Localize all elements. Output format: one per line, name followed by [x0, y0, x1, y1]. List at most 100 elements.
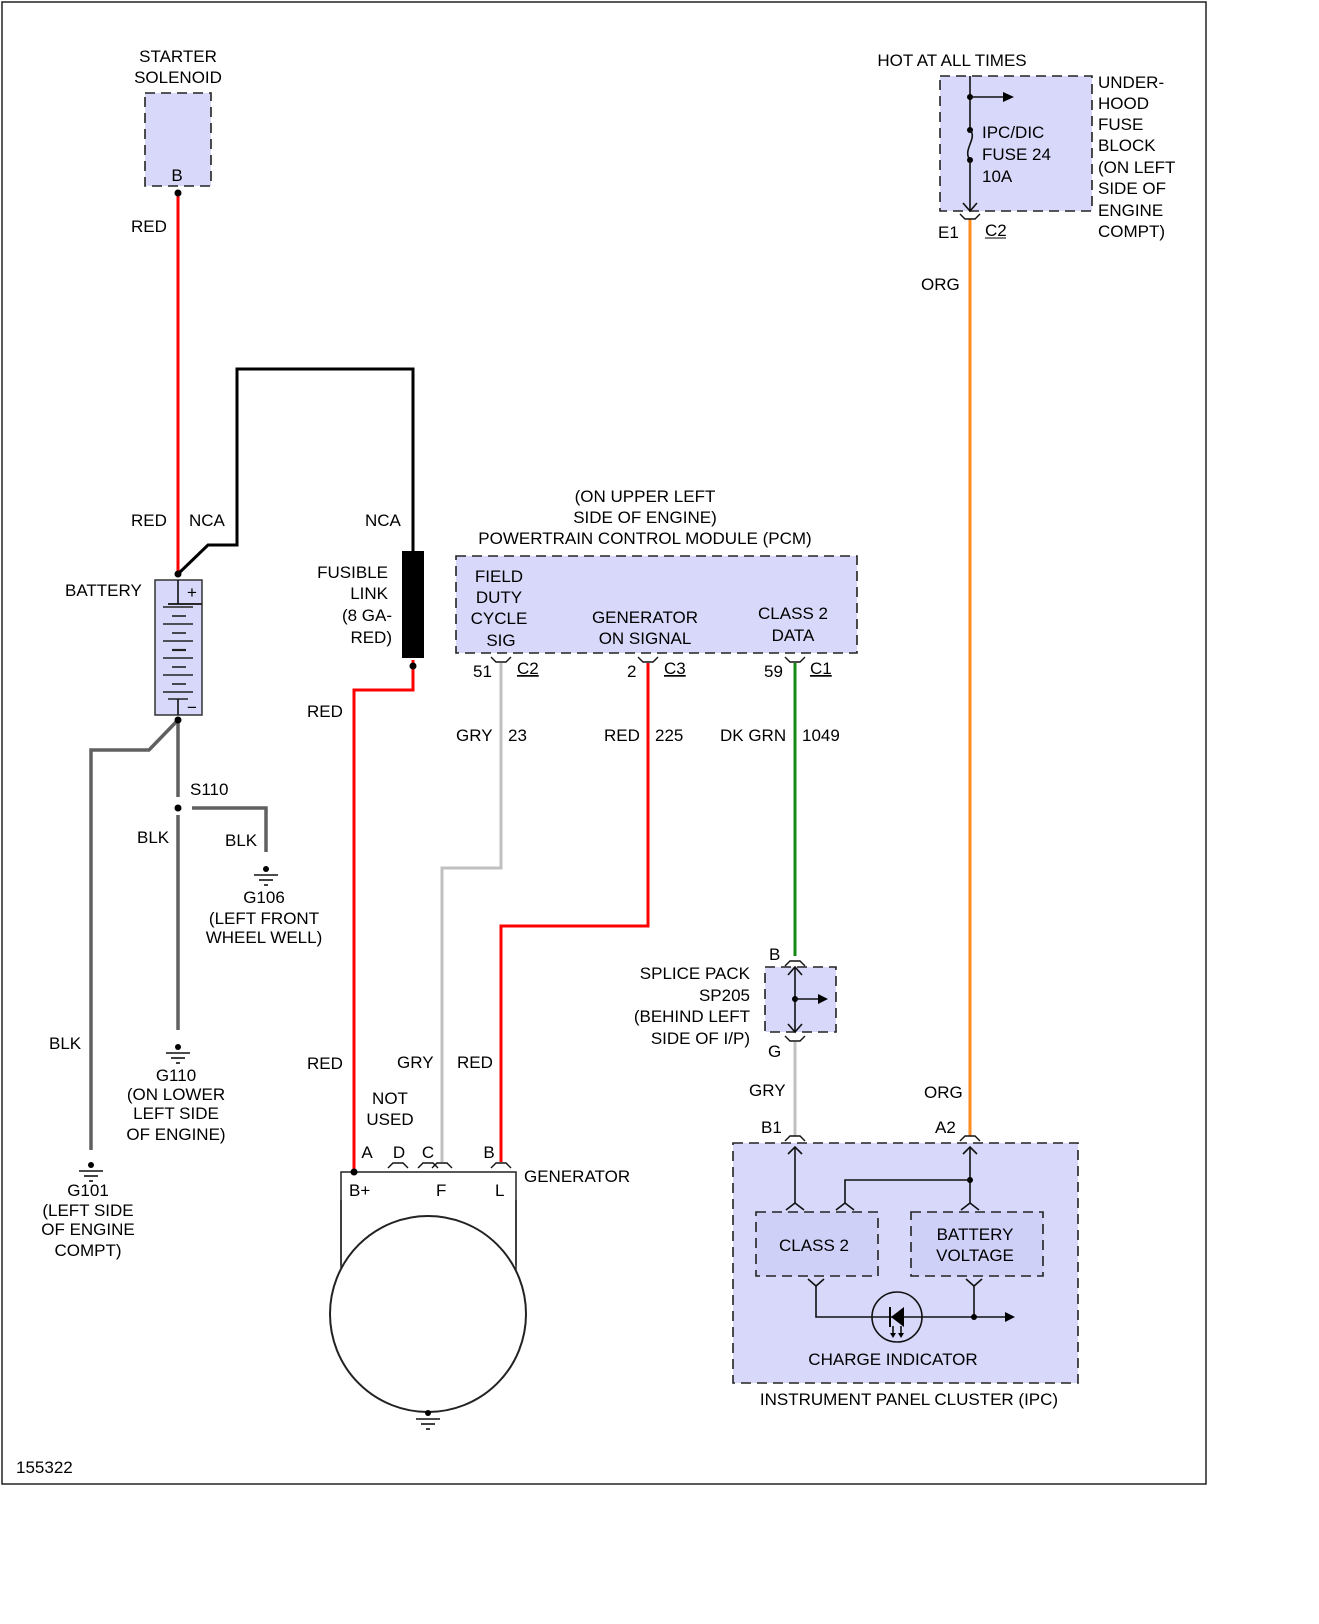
wire-label-circuit-23: 23 [508, 726, 527, 745]
ipc-pin-b1: B1 [761, 1118, 782, 1137]
hot-at-all-times-label: HOT AT ALL TIMES [877, 51, 1026, 70]
pcm-box [455, 555, 858, 654]
wires [89, 193, 972, 1170]
wire-label-blk-g106: BLK [225, 831, 258, 850]
splice-s110-label: S110 [190, 780, 228, 799]
wire-label-red-starter: RED [131, 217, 167, 236]
ipc-class2-box [755, 1211, 879, 1277]
fuse-label-3: 10A [982, 167, 1013, 186]
pcm-field-duty-3: CYCLE [471, 609, 528, 628]
svg-text:UNDER-: UNDER- [1098, 73, 1164, 92]
wire-label-red-225: RED [604, 726, 640, 745]
generator-terminal-f: F [436, 1181, 446, 1200]
battery-plus-sign: + [187, 583, 197, 602]
wire-label-gry: GRY [456, 726, 493, 745]
pcm-title: POWERTRAIN CONTROL MODULE (PCM) [478, 529, 811, 548]
wire-label-nca-link: NCA [365, 511, 402, 530]
wire-label-red-gen-b: RED [457, 1053, 493, 1072]
generator-terminal-l: L [495, 1181, 504, 1200]
fusible-link-bottom-terminal [409, 662, 417, 670]
figure-id: 155322 [16, 1458, 73, 1477]
wire-label-circuit-1049: 1049 [802, 726, 840, 745]
generator-bplus-dot [350, 1168, 358, 1176]
pcm-class2-1: CLASS 2 [758, 604, 828, 623]
ipc-battery-label: BATTERY [937, 1225, 1014, 1244]
generator-connectors [387, 1162, 512, 1169]
wire-label-red-battery: RED [131, 511, 167, 530]
pcm-connector-c1: C1 [810, 659, 832, 678]
generator-pin-b: B [483, 1143, 494, 1162]
svg-text:SIDE OF: SIDE OF [1098, 179, 1166, 198]
generator-pin-c: C [422, 1143, 434, 1162]
splice-pin-g: G [768, 1042, 781, 1061]
ground-g106-loc2: WHEEL WELL) [206, 928, 323, 947]
ground-g101-id: G101 [67, 1181, 109, 1200]
ipc-connector-b1 [784, 1135, 806, 1142]
ground-g101-loc2: OF ENGINE [41, 1220, 135, 1239]
pcm-connector-c2: C2 [517, 659, 539, 678]
ground-g101-loc3: COMPT) [54, 1241, 121, 1260]
not-used-label-2: USED [366, 1110, 413, 1129]
wire-label-blk-g101: BLK [49, 1034, 82, 1053]
ground-g110-loc3: OF ENGINE) [126, 1125, 225, 1144]
not-used-label-1: NOT [372, 1089, 408, 1108]
pcm-gen-on-1: GENERATOR [592, 608, 698, 627]
fuse-block-connector-c2: C2 [985, 221, 1007, 240]
pcm-field-duty-4: SIG [486, 631, 515, 650]
svg-text:COMPT): COMPT) [1098, 222, 1165, 241]
splice-arrows-icon [787, 965, 828, 1034]
wire-blk-g101 [89, 718, 180, 1150]
fuse-block-location: UNDER- HOOD FUSE BLOCK (ON LEFT SIDE OF … [1098, 73, 1175, 241]
battery-symbol: + − [154, 570, 203, 724]
pcm-location-line1: (ON UPPER LEFT [575, 487, 716, 506]
svg-text:FUSE: FUSE [1098, 115, 1143, 134]
wire-label-org-bottom: ORG [924, 1083, 963, 1102]
fusible-link-label3: (8 GA- [342, 606, 392, 625]
underhood-fuse-block-box [939, 75, 1093, 212]
ipc-pin-a2: A2 [935, 1118, 956, 1137]
ground-g110-id: G110 [156, 1066, 196, 1085]
ground-g110-loc1: (ON LOWER [127, 1085, 225, 1104]
svg-text:BLOCK: BLOCK [1098, 136, 1156, 155]
generator-terminal-bplus: B+ [349, 1181, 370, 1200]
pcm-field-duty-2: DUTY [476, 588, 522, 607]
pcm-location-line2: SIDE OF ENGINE) [573, 508, 717, 527]
wire-label-dkgrn: DK GRN [720, 726, 786, 745]
wire-nca [176, 367, 415, 576]
wire-label-nca-battery: NCA [189, 511, 226, 530]
splice-s110-dot [174, 804, 182, 812]
ground-icon-generator [416, 1410, 440, 1430]
pcm-connectors [490, 656, 806, 663]
splice-label-3: (BEHIND LEFT [634, 1007, 750, 1026]
fuse-block-connector [959, 213, 981, 220]
battery-label: BATTERY [65, 581, 142, 600]
wire-label-red-link: RED [307, 702, 343, 721]
fusible-link-label1: FUSIBLE [317, 563, 388, 582]
splice-label-4: SIDE OF I/P) [651, 1029, 750, 1048]
wire-label-red-gen-a: RED [307, 1054, 343, 1073]
diagram-frame [1, 1, 1207, 1485]
charge-indicator-led-icon [871, 1291, 923, 1343]
starter-pin-b: B [171, 166, 182, 185]
ipc-connector-a2 [959, 1135, 981, 1142]
pcm-gen-on-2: ON SIGNAL [599, 629, 692, 648]
wire-blk-g106 [192, 806, 268, 852]
ipc-internal-wiring [785, 1145, 1015, 1322]
pcm-pin-2: 2 [627, 662, 636, 681]
terminal-dot [174, 189, 182, 197]
generator-label: GENERATOR [524, 1167, 630, 1186]
splice-pin-b: B [769, 945, 780, 964]
wire-red-225 [499, 663, 650, 1162]
charge-indicator-label: CHARGE INDICATOR [808, 1350, 977, 1369]
ground-g101-loc1: (LEFT SIDE [42, 1201, 133, 1220]
ground-g106-id: G106 [243, 888, 285, 907]
generator-pin-d: D [393, 1143, 405, 1162]
pcm-pin-59: 59 [764, 662, 783, 681]
starter-solenoid: STARTER SOLENOID B [134, 47, 222, 197]
fusible-link-label4: RED) [350, 628, 392, 647]
fusible-link-label2: LINK [350, 584, 388, 603]
ipc-title: INSTRUMENT PANEL CLUSTER (IPC) [760, 1390, 1058, 1409]
svg-text:HOOD: HOOD [1098, 94, 1149, 113]
starter-title-line1: STARTER [139, 47, 217, 66]
wire-label-gry-splice: GRY [749, 1081, 786, 1100]
